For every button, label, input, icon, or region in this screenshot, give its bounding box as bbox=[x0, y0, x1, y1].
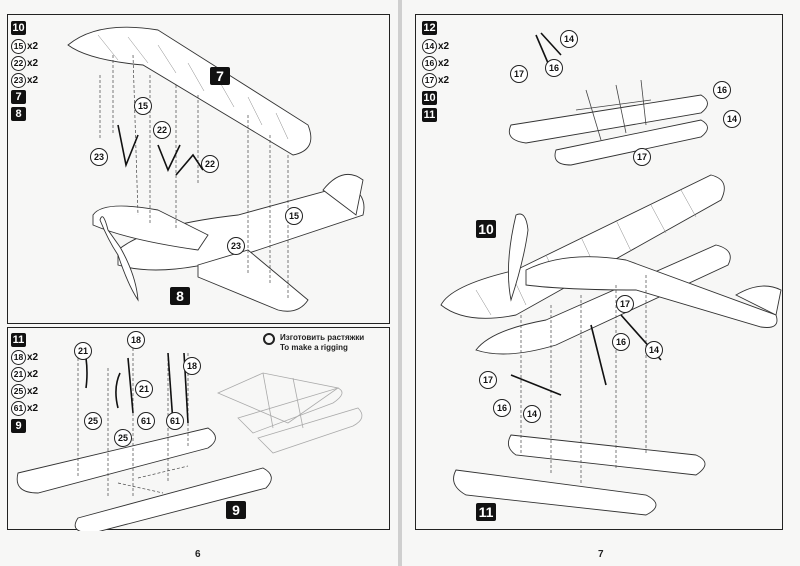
float-assembly-label: 9 bbox=[226, 501, 246, 519]
parts-list-item: 18 x2 bbox=[11, 349, 38, 366]
step-number-badge: 11 bbox=[11, 333, 26, 347]
lower-assembly-label: 8 bbox=[170, 287, 190, 305]
upper-wing-assembly-label: 7 bbox=[210, 67, 230, 85]
part-quantity: x2 bbox=[438, 58, 450, 69]
parts-list-item: 16 x2 bbox=[422, 55, 449, 72]
part-callout: 21 bbox=[135, 380, 153, 398]
part-quantity: x2 bbox=[438, 75, 450, 86]
part-callout: 18 bbox=[183, 357, 201, 375]
part-quantity: x2 bbox=[27, 41, 39, 52]
part-callout: 61 bbox=[137, 412, 155, 430]
sub-step-badge: 10 bbox=[422, 91, 437, 105]
sub-step-badge: 7 bbox=[11, 90, 26, 104]
part-callout: 17 bbox=[510, 65, 528, 83]
part-number: 18 bbox=[11, 350, 26, 365]
part-callout: 16 bbox=[713, 81, 731, 99]
sub-step-badge: 11 bbox=[422, 108, 437, 122]
part-callout: 14 bbox=[523, 405, 541, 423]
rigging-icon bbox=[263, 333, 275, 345]
parts-list-item: 25 x2 bbox=[11, 383, 38, 400]
part-callout: 22 bbox=[153, 121, 171, 139]
part-number: 61 bbox=[11, 401, 26, 416]
part-quantity: x2 bbox=[27, 75, 39, 86]
part-callout: 16 bbox=[612, 333, 630, 351]
float-assembly-drawing bbox=[16, 348, 363, 531]
part-number: 23 bbox=[11, 73, 26, 88]
page-number: 6 bbox=[195, 549, 201, 560]
biplane-wing-assembly-drawing bbox=[67, 26, 365, 312]
parts-list-item: 21 x2 bbox=[11, 366, 38, 383]
part-callout: 25 bbox=[114, 429, 132, 447]
step-number-badge: 12 bbox=[422, 21, 437, 35]
seaplane-final-assembly-drawing bbox=[440, 32, 782, 516]
fuselage-assembly-label: 10 bbox=[476, 220, 496, 238]
part-quantity: x2 bbox=[27, 403, 39, 414]
part-quantity: x2 bbox=[27, 386, 39, 397]
part-quantity: x2 bbox=[27, 369, 39, 380]
part-callout: 15 bbox=[285, 207, 303, 225]
left-page: 10 15 x2 22 x2 23 x2 7 8 7 8 15 22 22 23… bbox=[0, 0, 398, 566]
parts-list: 15 x2 22 x2 23 x2 bbox=[11, 38, 38, 89]
part-quantity: x2 bbox=[438, 41, 450, 52]
step-12-panel: 12 14 x2 16 x2 17 x2 10 11 10 11 14 16 1… bbox=[415, 14, 783, 530]
float-assembly-label: 11 bbox=[476, 503, 496, 521]
parts-list-item: 17 x2 bbox=[422, 72, 449, 89]
part-callout: 61 bbox=[166, 412, 184, 430]
sub-step-badge: 8 bbox=[11, 107, 26, 121]
parts-list: 18 x2 21 x2 25 x2 61 x2 bbox=[11, 349, 38, 417]
part-number: 25 bbox=[11, 384, 26, 399]
parts-list-item: 61 x2 bbox=[11, 400, 38, 417]
part-callout: 21 bbox=[74, 342, 92, 360]
rigging-note-en: To make a rigging bbox=[280, 343, 348, 352]
sub-step-badge: 9 bbox=[11, 419, 26, 433]
part-number: 21 bbox=[11, 367, 26, 382]
part-callout: 17 bbox=[633, 148, 651, 166]
parts-list-item: 15 x2 bbox=[11, 38, 38, 55]
page-number: 7 bbox=[598, 549, 604, 560]
part-number: 14 bbox=[422, 39, 437, 54]
part-quantity: x2 bbox=[27, 58, 39, 69]
parts-list: 14 x2 16 x2 17 x2 bbox=[422, 38, 449, 89]
part-callout: 25 bbox=[84, 412, 102, 430]
part-callout: 14 bbox=[560, 30, 578, 48]
rigging-note-ru: Изготовить растяжки bbox=[280, 333, 365, 342]
part-callout: 15 bbox=[134, 97, 152, 115]
part-callout: 23 bbox=[227, 237, 245, 255]
step-number-badge: 10 bbox=[11, 21, 26, 35]
part-callout: 16 bbox=[493, 399, 511, 417]
book-gutter bbox=[398, 0, 402, 566]
part-number: 16 bbox=[422, 56, 437, 71]
right-page: 12 14 x2 16 x2 17 x2 10 11 10 11 14 16 1… bbox=[402, 0, 800, 566]
step-11-panel: 11 18 x2 21 x2 25 x2 61 x2 9 9 Изготовит… bbox=[7, 327, 390, 531]
part-callout: 23 bbox=[90, 148, 108, 166]
rigging-note: Изготовить растяжки To make a rigging bbox=[280, 333, 364, 353]
part-callout: 16 bbox=[545, 59, 563, 77]
part-callout: 22 bbox=[201, 155, 219, 173]
part-number: 22 bbox=[11, 56, 26, 71]
part-number: 15 bbox=[11, 39, 26, 54]
part-quantity: x2 bbox=[27, 352, 39, 363]
part-callout: 17 bbox=[616, 295, 634, 313]
part-callout: 18 bbox=[127, 331, 145, 349]
parts-list-item: 23 x2 bbox=[11, 72, 38, 89]
part-callout: 17 bbox=[479, 371, 497, 389]
step-10-panel: 10 15 x2 22 x2 23 x2 7 8 7 8 15 22 22 23… bbox=[7, 14, 390, 324]
parts-list-item: 22 x2 bbox=[11, 55, 38, 72]
part-number: 17 bbox=[422, 73, 437, 88]
parts-list-item: 14 x2 bbox=[422, 38, 449, 55]
part-callout: 14 bbox=[723, 110, 741, 128]
part-callout: 14 bbox=[645, 341, 663, 359]
